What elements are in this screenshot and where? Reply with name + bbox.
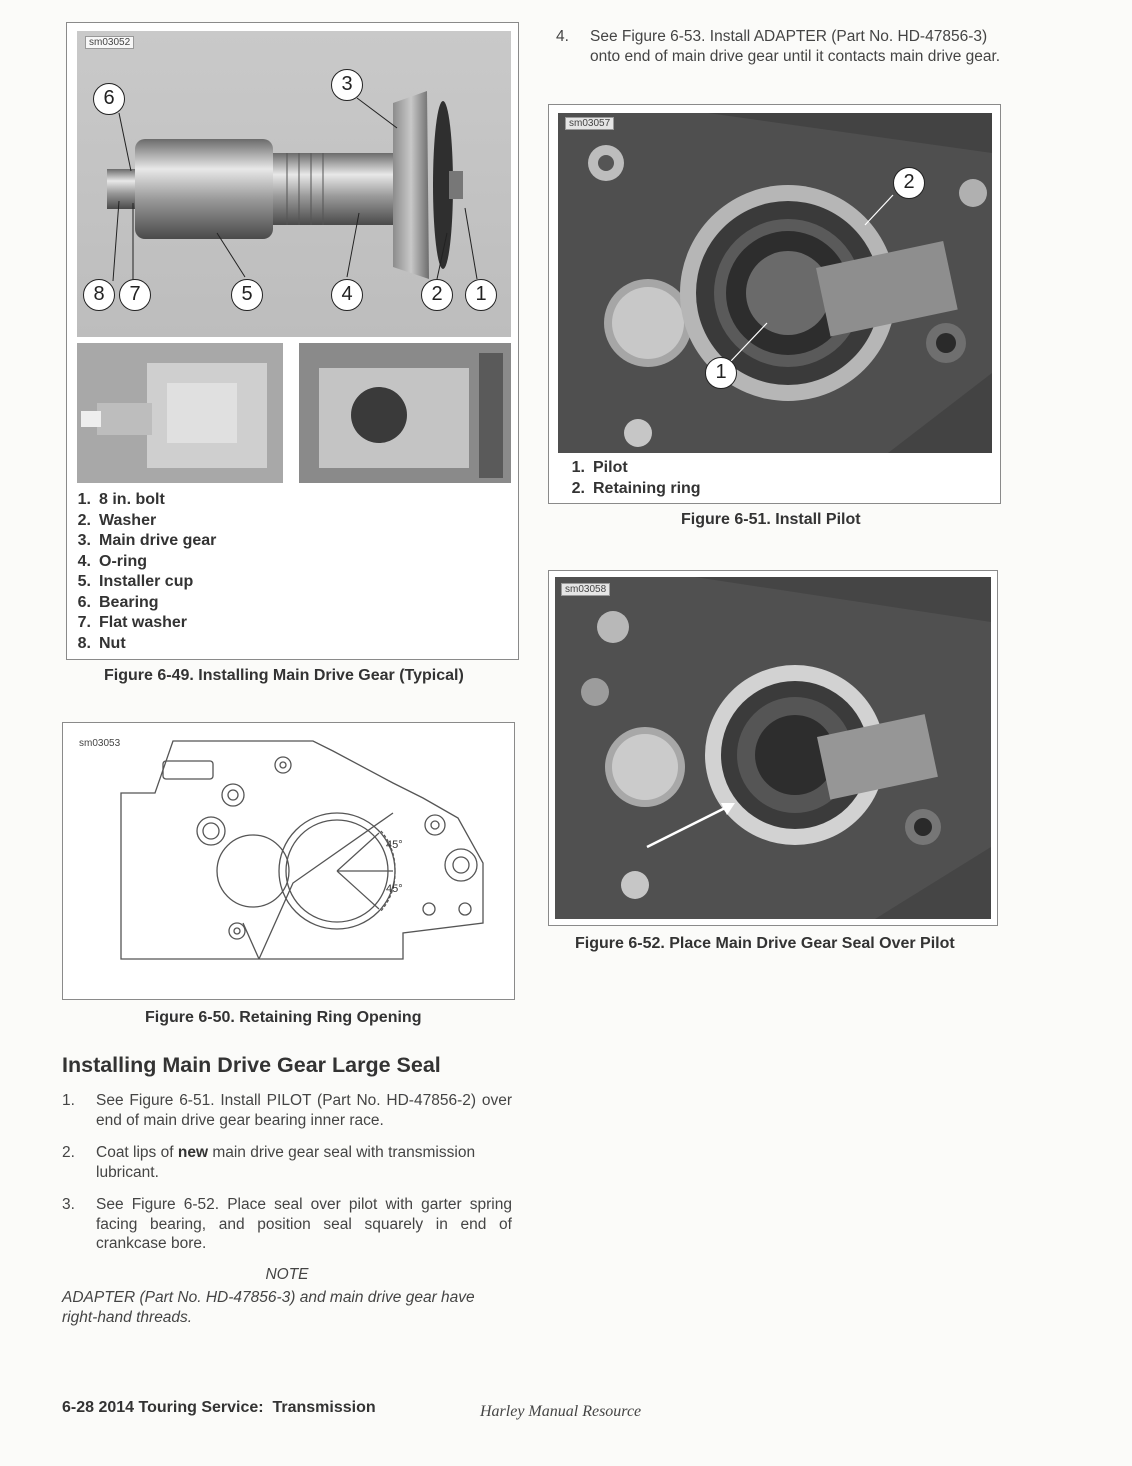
step-text: Coat lips of new main drive gear seal wi… (96, 1144, 476, 1181)
footer-title: 2014 Touring Service: Transmission (98, 1399, 376, 1416)
legend-item: 8.Nut (77, 634, 126, 652)
figure-6-49-caption: Figure 6-49. Installing Main Drive Gear … (104, 667, 464, 684)
figure-tag: sm03052 (85, 36, 135, 49)
figure-6-50-frame: sm03053 45° 45° (62, 722, 515, 1000)
step-text: See Figure 6-52. Place seal over pilot w… (96, 1196, 512, 1252)
figure-tag: sm03053 (79, 738, 121, 749)
figure-6-51-frame: sm03057 2 1 1.Pilot 2.Retaining ring (548, 104, 1001, 504)
legend-item: 6.Bearing (77, 593, 159, 611)
install-pilot-photo (558, 113, 992, 453)
callout-5: 5 (231, 279, 263, 311)
step-number: 2. (62, 1144, 75, 1161)
installer-photo-right (299, 343, 511, 483)
retaining-ring-diagram (120, 740, 484, 960)
note-text: ADAPTER (Part No. HD-47856-3) and main d… (62, 1289, 475, 1326)
figure-tag: sm03058 (561, 583, 611, 596)
note-title: NOTE (265, 1266, 309, 1283)
callout-leaders (730, 194, 894, 362)
step-number: 4. (556, 28, 569, 45)
figure-6-49-frame: sm03052 6 3 8 7 5 4 2 1 (66, 22, 519, 660)
legend-item: 5.Installer cup (77, 573, 194, 590)
step-1: 1. See Figure 6-51. Install PILOT (Part … (62, 1091, 512, 1131)
watermark: Harley Manual Resource (480, 1403, 642, 1420)
legend-item: 4.O-ring (77, 552, 147, 570)
callout-6: 6 (93, 83, 125, 115)
main-drive-gear-illustration (107, 91, 463, 279)
legend-item: 3.Main drive gear (77, 532, 217, 549)
step-3: 3. See Figure 6-52. Place seal over pilo… (62, 1195, 512, 1255)
step-number: 3. (62, 1196, 75, 1213)
figure-6-51-legend: 1.Pilot 2.Retaining ring (549, 459, 701, 501)
figure-6-49-legend: 1.8 in. bolt 2.Washer 3.Main drive gear … (67, 491, 217, 655)
step-text: See Figure 6-51. Install PILOT (Part No.… (96, 1092, 512, 1129)
legend-item: 2.Retaining ring (571, 480, 701, 497)
legend-item: 1.8 in. bolt (77, 491, 165, 508)
seal-over-pilot-photo (555, 577, 991, 919)
callout-2: 2 (421, 279, 453, 311)
angle-label-upper: 45° (386, 839, 403, 851)
figure-6-50-caption: Figure 6-50. Retaining Ring Opening (145, 1009, 422, 1026)
figure-tag: sm03057 (565, 117, 615, 130)
callout-4: 4 (331, 279, 363, 311)
step-number: 1. (62, 1092, 75, 1109)
main-drive-gear-photo (77, 31, 511, 337)
page-number: 6-28 (62, 1399, 95, 1416)
callout-leaders (112, 97, 478, 282)
figure-6-51-caption: Figure 6-51. Install Pilot (681, 511, 861, 528)
legend-item: 1.Pilot (571, 459, 628, 476)
callout-1: 1 (465, 279, 497, 311)
callout-1: 1 (705, 357, 737, 389)
installer-photo-left (77, 343, 283, 483)
section-heading: Installing Main Drive Gear Large Seal (62, 1053, 441, 1077)
step-text: See Figure 6-53. Install ADAPTER (Part N… (590, 28, 1001, 65)
figure-6-52-caption: Figure 6-52. Place Main Drive Gear Seal … (575, 935, 955, 952)
legend-item: 2.Washer (77, 511, 157, 529)
legend-item: 7.Flat washer (77, 614, 188, 631)
angle-label-lower: 45° (386, 883, 403, 895)
callout-2: 2 (893, 167, 925, 199)
page-footer: 6-28 2014 Touring Service: Transmission (62, 1399, 376, 1417)
callout-7: 7 (119, 279, 151, 311)
callout-8: 8 (83, 279, 115, 311)
step-4: 4. See Figure 6-53. Install ADAPTER (Par… (556, 27, 1006, 87)
figure-6-52-frame: sm03058 (548, 570, 998, 926)
callout-3: 3 (331, 69, 363, 101)
step-2: 2. Coat lips of new main drive gear seal… (62, 1143, 512, 1183)
